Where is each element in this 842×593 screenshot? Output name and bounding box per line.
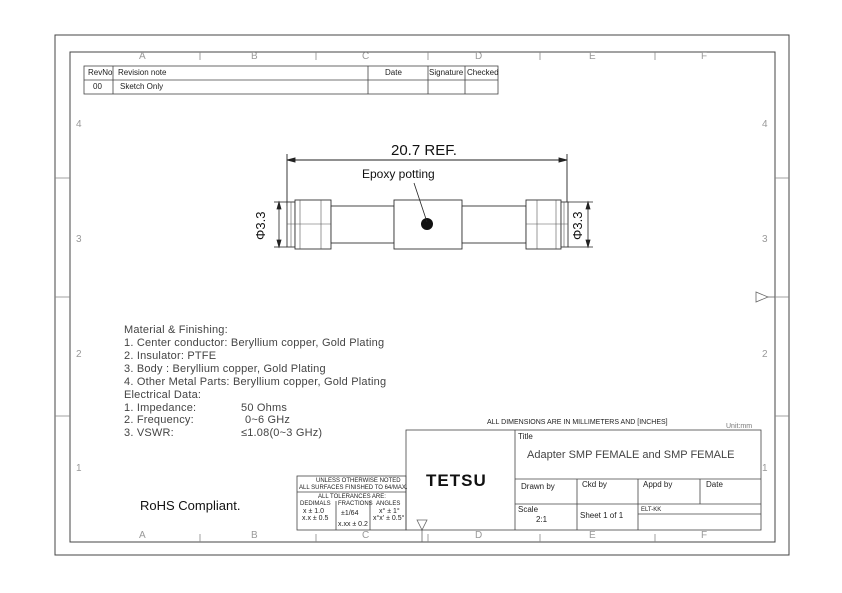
zone-col-e: E <box>589 51 596 62</box>
title-label: Title <box>518 432 533 441</box>
zone-col-b: B <box>251 51 258 62</box>
rohs-statement: RoHS Compliant. <box>140 498 241 513</box>
rev-row-note: Sketch Only <box>120 82 164 91</box>
tol-dec2: x.x ± 0.5 <box>302 515 329 522</box>
rev-header-checked: Checked <box>467 68 499 77</box>
rev-header-signature: Signature <box>429 68 464 77</box>
zone-col-f-bottom: F <box>701 530 708 541</box>
tol-line1: UNLESS OTHERWISE NOTED <box>316 478 401 484</box>
tol-angle2: x°x' ± 0.5° <box>373 515 405 522</box>
scale-value: 2:1 <box>536 515 548 524</box>
zone-row-3: 3 <box>76 234 82 245</box>
frequency-value: 0~6 GHz <box>245 414 291 426</box>
zone-col-c: C <box>362 51 370 62</box>
zone-row-4-right: 4 <box>762 119 768 130</box>
tol-dec1: x ± 1.0 <box>303 508 324 515</box>
approved-by-label: Appd by <box>643 480 673 489</box>
tol-fractions-header: FRACTIONS <box>338 501 373 507</box>
impedance-value: 50 Ohms <box>241 402 288 414</box>
tol-line2: ALL SURFACES FINISHED TO 64/MAX. <box>299 485 408 491</box>
tol-angles-header: ANGLES <box>376 501 401 507</box>
tol-line3: ALL TOLERANCES ARE: <box>318 494 386 500</box>
zone-col-a-bottom: A <box>139 530 146 541</box>
sheet-number: Sheet 1 of 1 <box>580 511 624 520</box>
company-logo-text: TETSU <box>426 471 487 490</box>
unit-label: Unit:mm <box>726 423 753 430</box>
frequency-label: 2. Frequency: <box>124 414 194 426</box>
zone-col-d: D <box>475 51 483 62</box>
overall-length-dimension: 20.7 REF. <box>391 142 457 159</box>
zone-col-b-bottom: B <box>251 530 258 541</box>
notes-heading-material: Material & Finishing: <box>124 324 228 336</box>
zone-col-e-bottom: E <box>589 530 596 541</box>
tol-decimals-header: DEDIMALS <box>300 501 331 507</box>
date-label: Date <box>706 480 723 489</box>
zone-col-c-bottom: C <box>362 530 370 541</box>
zone-row-1: 1 <box>76 463 82 474</box>
rev-row-revno: 00 <box>93 82 102 91</box>
drawing-title: Adapter SMP FEMALE and SMP FEMALE <box>527 449 735 461</box>
impedance-label: 1. Impedance: <box>124 402 197 414</box>
tol-fraction: ±1/64 <box>341 510 359 517</box>
notes-heading-electrical: Electrical Data: <box>124 389 202 401</box>
zone-row-2-right: 2 <box>762 349 768 360</box>
zone-row-3-right: 3 <box>762 234 768 245</box>
scale-label: Scale <box>518 505 539 514</box>
rev-header-date: Date <box>385 68 402 77</box>
zone-col-a: A <box>139 51 146 62</box>
zone-col-d-bottom: D <box>475 530 483 541</box>
checked-by-label: Ckd by <box>582 480 607 489</box>
notes-center-conductor: 1. Center conductor: Beryllium copper, G… <box>124 337 385 349</box>
diameter-left-dimension: Φ3.3 <box>253 211 268 240</box>
units-note: ALL DIMENSIONS ARE IN MILLIMETERS AND [I… <box>487 419 668 426</box>
rev-header-revno: RevNo <box>88 68 113 77</box>
epoxy-potting-callout: Epoxy potting <box>362 167 435 181</box>
notes-other-metal: 4. Other Metal Parts: Beryllium copper, … <box>124 376 387 388</box>
vswr-value: ≤1.08(0~3 GHz) <box>241 427 323 439</box>
notes-body: 3. Body : Beryllium copper, Gold Plating <box>124 363 326 375</box>
rev-header-note: Revision note <box>118 68 167 77</box>
tol-dec3: x.xx ± 0.2 <box>338 521 368 528</box>
diameter-right-dimension: Φ3.3 <box>570 211 585 240</box>
vswr-label: 3. VSWR: <box>124 427 174 439</box>
approved-by-value: ELT-KK <box>641 507 662 513</box>
drawn-by-label: Drawn by <box>521 482 555 491</box>
zone-row-2: 2 <box>76 349 82 360</box>
tol-angle1: x° ± 1° <box>379 508 400 515</box>
zone-row-4: 4 <box>76 119 82 130</box>
zone-row-1-right: 1 <box>762 463 768 474</box>
notes-insulator: 2. Insulator: PTFE <box>124 350 217 362</box>
zone-col-f: F <box>701 51 708 62</box>
